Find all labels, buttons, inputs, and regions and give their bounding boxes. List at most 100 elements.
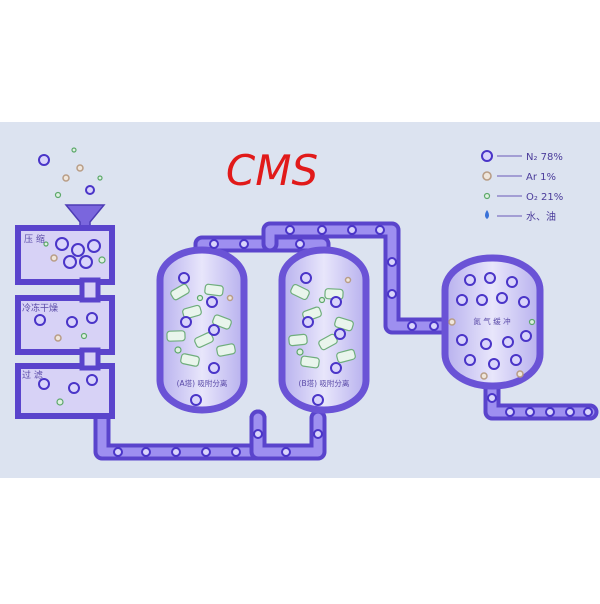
n2-bubble	[456, 294, 468, 306]
n2-bubble	[113, 447, 123, 457]
n2-bubble	[330, 296, 342, 308]
o2-marker-icon	[483, 192, 491, 200]
n2-bubble	[317, 225, 327, 235]
o2-bubble	[97, 175, 103, 181]
n2-bubble	[253, 429, 263, 439]
n2-bubble	[180, 316, 192, 328]
n2-bubble	[375, 225, 385, 235]
n2-bubble	[583, 407, 593, 417]
legend-label-water-oil: 水、油	[526, 210, 556, 223]
sieve-pellet	[336, 348, 356, 364]
n2-bubble	[38, 154, 50, 166]
n2-bubble	[86, 374, 98, 386]
legend-item-n2: N₂ 78%	[481, 150, 563, 163]
n2-bubble	[190, 394, 202, 406]
n2-bubble	[281, 447, 291, 457]
legend-item-ar: Ar 1%	[482, 171, 556, 183]
n2-bubble	[55, 237, 69, 251]
n2-bubble	[66, 316, 78, 328]
ar-bubble	[76, 164, 84, 172]
n2-bubble	[239, 239, 249, 249]
molecular-sieve-pellets	[166, 283, 356, 369]
ar-bubble	[516, 370, 524, 378]
n2-bubble	[510, 354, 522, 366]
n2-bubble	[520, 330, 532, 342]
n2-bubble	[208, 324, 220, 336]
n2-bubble	[79, 255, 93, 269]
n2-bubble	[209, 239, 219, 249]
buffer-tank-label: 氮 气 缓 冲	[473, 316, 510, 326]
n2-bubble	[464, 274, 476, 286]
n2-bubble	[456, 334, 468, 346]
n2-bubble	[545, 407, 555, 417]
sieve-pellet	[170, 283, 190, 301]
ar-bubble	[344, 276, 352, 284]
ar-bubble	[448, 318, 456, 326]
n2-bubble	[231, 447, 241, 457]
n2-bubble	[71, 243, 85, 257]
diagram-title: CMS	[226, 146, 318, 195]
n2-bubble	[285, 225, 295, 235]
o2-bubble	[54, 191, 62, 199]
n2-bubble	[518, 296, 530, 308]
legend-item-water-oil: 水、油	[485, 210, 556, 223]
n2-bubble	[565, 407, 575, 417]
filter-box	[15, 363, 115, 419]
sieve-pellet	[290, 283, 310, 301]
legend-label-n2: N₂ 78%	[526, 152, 563, 163]
n2-bubble	[480, 338, 492, 350]
ar-marker-icon	[482, 171, 492, 181]
n2-bubble	[313, 429, 323, 439]
o2-bubble	[98, 256, 106, 264]
n2-bubble	[302, 316, 314, 328]
n2-marker-icon	[481, 150, 493, 162]
n2-bubble	[464, 354, 476, 366]
legend-label-ar: Ar 1%	[526, 172, 556, 183]
n2-bubble	[387, 257, 397, 267]
n2-bubble	[505, 407, 515, 417]
stage-label-freeze-dry: 冷冻干燥	[22, 302, 58, 314]
o2-bubble	[56, 398, 64, 406]
o2-bubble	[528, 318, 536, 326]
n2-bubble	[38, 378, 50, 390]
ar-bubble	[62, 174, 70, 182]
o2-bubble	[80, 332, 88, 340]
sieve-pellet	[204, 283, 224, 297]
o2-bubble	[296, 348, 304, 356]
n2-bubble	[295, 239, 305, 249]
sieve-pellet	[182, 304, 202, 320]
stage-label-compress: 压 缩	[24, 233, 45, 245]
n2-bubble	[141, 447, 151, 457]
o2-bubble	[318, 296, 326, 304]
n2-bubble	[312, 394, 324, 406]
n2-bubble	[34, 314, 46, 326]
stage-connector	[79, 347, 101, 371]
nitrogen-buffer-tank	[441, 254, 544, 390]
n2-bubble	[68, 382, 80, 394]
n2-bubble	[178, 272, 190, 284]
n2-bubble	[330, 362, 342, 374]
n2-bubble	[85, 185, 95, 195]
n2-bubble	[208, 362, 220, 374]
n2-bubble	[86, 312, 98, 324]
ar-bubble	[226, 294, 234, 302]
sieve-pellet	[300, 355, 320, 369]
n2-bubble	[300, 272, 312, 284]
freeze-dryer-box	[15, 295, 115, 355]
n2-bubble	[387, 289, 397, 299]
n2-bubble	[201, 447, 211, 457]
gas-bubbles	[34, 147, 593, 457]
tower-a-label: (A塔) 吸附分离	[177, 378, 228, 388]
o2-bubble	[174, 346, 182, 354]
legend-item-o2: O₂ 21%	[483, 192, 563, 203]
ar-bubble	[50, 254, 58, 262]
ar-bubble	[54, 334, 62, 342]
n2-bubble	[429, 321, 439, 331]
stage-boxes	[15, 225, 115, 419]
sieve-pellet	[288, 333, 308, 347]
n2-bubble	[506, 276, 518, 288]
n2-bubble	[347, 225, 357, 235]
sieve-pellet	[216, 343, 236, 357]
o2-bubble	[71, 147, 77, 153]
